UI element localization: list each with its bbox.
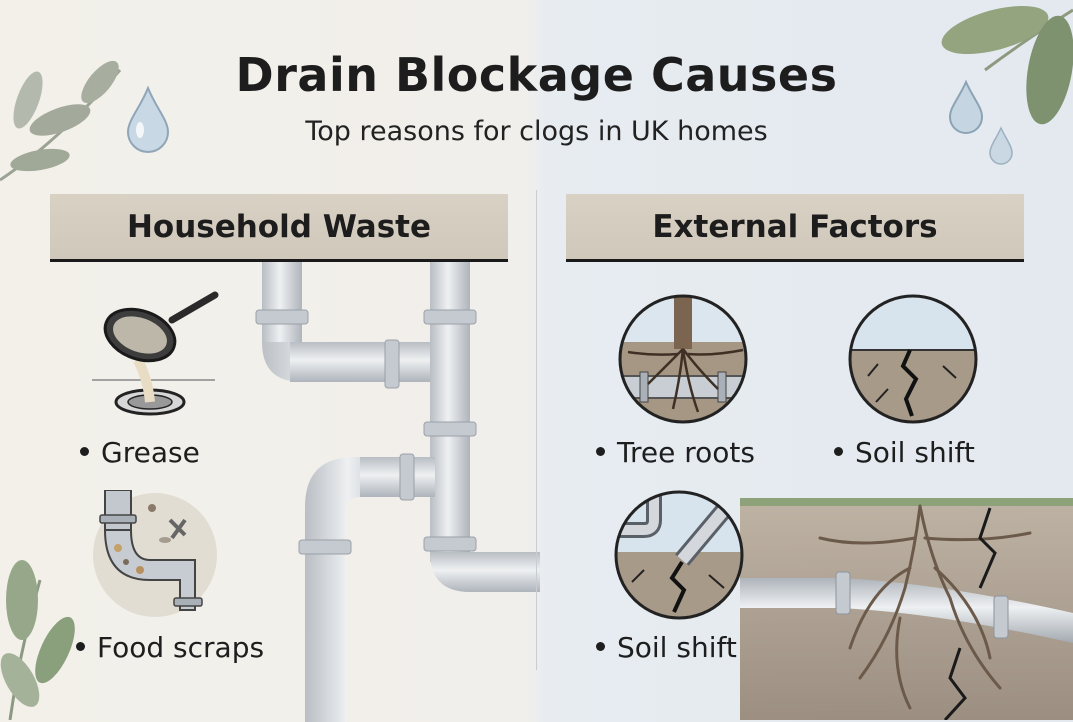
list-item: Soil shift bbox=[834, 436, 975, 469]
broken-pipe-soil-icon bbox=[614, 490, 744, 620]
frying-pan-pouring-grease-icon bbox=[92, 291, 219, 416]
item-label-tree-roots: Tree roots bbox=[617, 436, 755, 469]
list-item: Grease bbox=[80, 436, 200, 469]
list-item: Tree roots bbox=[596, 436, 755, 469]
underground-pipe-roots-scene bbox=[740, 498, 1073, 720]
list-item: Soil shift bbox=[596, 631, 737, 664]
pipe-network-illustration bbox=[255, 262, 540, 722]
page-title: Drain Blockage Causes bbox=[235, 48, 838, 102]
water-drop-icon bbox=[989, 126, 1013, 165]
leaf-branch-top-right-icon bbox=[941, 6, 1073, 125]
item-label-soil-shift-1: Soil shift bbox=[855, 436, 975, 469]
section-divider bbox=[536, 190, 537, 670]
water-drop-icon bbox=[126, 86, 170, 153]
list-item: Food scraps bbox=[76, 631, 264, 664]
bullet-icon bbox=[76, 641, 85, 651]
food-scraps-in-pipe-icon bbox=[93, 490, 217, 617]
item-label-soil-shift-2: Soil shift bbox=[617, 631, 737, 664]
tree-roots-pipe-icon bbox=[618, 294, 748, 424]
leaf-branch-top-left-icon bbox=[0, 60, 122, 182]
leaf-branch-bottom-left-icon bbox=[0, 560, 75, 720]
bullet-icon bbox=[596, 446, 605, 456]
water-drop-icon bbox=[948, 80, 984, 134]
section-header-household-waste: Household Waste bbox=[50, 194, 508, 262]
page-subtitle: Top reasons for clogs in UK homes bbox=[305, 116, 768, 147]
bullet-icon bbox=[834, 446, 843, 456]
cracked-soil-icon bbox=[848, 294, 978, 424]
item-label-food-scraps: Food scraps bbox=[97, 631, 265, 664]
item-label-grease: Grease bbox=[101, 436, 200, 469]
bullet-icon bbox=[80, 446, 89, 456]
bullet-icon bbox=[596, 641, 605, 651]
section-header-external-factors: External Factors bbox=[566, 194, 1024, 262]
